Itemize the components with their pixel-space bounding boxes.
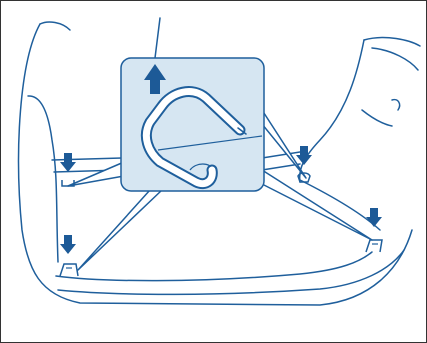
- right-wheel-arch: [300, 40, 364, 182]
- anchor-front-left: [60, 153, 76, 186]
- cargo-floor-sill: [56, 252, 372, 281]
- anchor-slot-rear-left: [60, 264, 78, 276]
- center-seat-edge: [155, 18, 160, 58]
- right-rail-lower: [262, 164, 300, 170]
- down-arrow-icon: [60, 153, 76, 172]
- down-arrow-icon: [366, 208, 382, 227]
- right-trim-line: [362, 110, 392, 126]
- left-rail-upper: [52, 158, 122, 160]
- anchor-rear-left: [60, 235, 78, 276]
- right-arch-inner: [372, 48, 418, 70]
- anchor-slot-rear-right: [366, 240, 382, 252]
- pointer-front-left: [68, 162, 124, 186]
- down-arrow-icon: [296, 146, 312, 165]
- right-rail-upper: [262, 152, 300, 158]
- down-arrow-icon: [60, 235, 76, 254]
- cargo-floor-lip: [58, 250, 404, 294]
- pointer-rear-right: [262, 170, 372, 240]
- pointer-rear-left: [78, 190, 162, 270]
- left-side-panel: [28, 96, 58, 262]
- left-pillar-top: [40, 22, 70, 30]
- callout-box: [121, 58, 264, 191]
- callout-background: [121, 58, 264, 191]
- right-trim-clip: [392, 100, 400, 110]
- right-arch-top: [364, 38, 420, 46]
- pointer-front-right: [262, 110, 306, 178]
